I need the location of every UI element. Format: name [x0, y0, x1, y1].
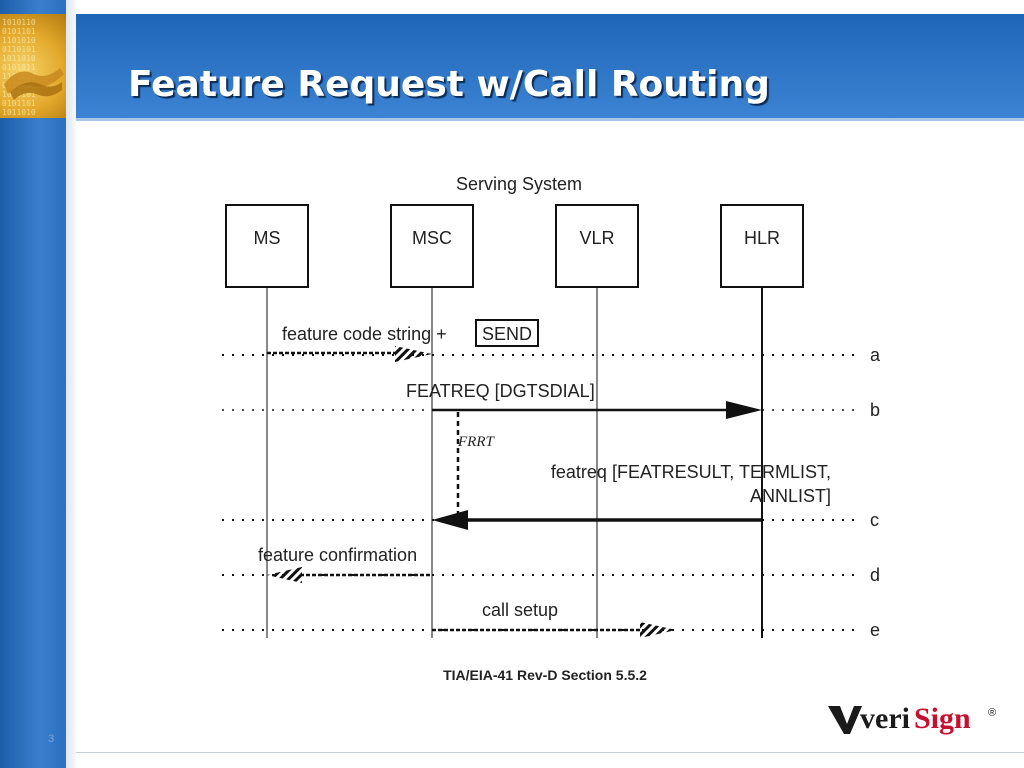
slide-title: Feature Request w/Call Routing: [128, 64, 770, 105]
message-b-label: FEATREQ [DGTSDIAL]: [406, 381, 595, 401]
title-bar: [76, 14, 1024, 118]
message-c-label-line1: featreq [FEATRESULT, TERMLIST,: [551, 462, 831, 482]
slide-number: 3: [48, 733, 55, 745]
row-label-b: b: [870, 400, 880, 420]
entity-label-hlr: HLR: [744, 228, 780, 248]
entity-label-ms: MS: [254, 228, 281, 248]
diagram-citation: TIA/EIA-41 Rev-D Section 5.5.2: [443, 667, 647, 683]
row-label-c: c: [870, 510, 879, 530]
send-key-box: [475, 319, 539, 347]
message-b-arrow: [432, 401, 762, 419]
frrt-timer-label: FRRT: [457, 434, 495, 450]
row-label-d: d: [870, 565, 880, 585]
entity-label-vlr: VLR: [579, 228, 614, 248]
footer-rule: [76, 752, 1024, 753]
send-key-label: SEND: [482, 324, 532, 344]
verisign-logo-veri: veri: [860, 702, 910, 735]
entity-box-msc: MSC: [390, 204, 474, 288]
message-e-label: call setup: [482, 600, 558, 620]
entity-box-ms: MS: [225, 204, 309, 288]
verisign-logo-sign: Sign: [914, 702, 971, 735]
verisign-logo-reg: ®: [988, 707, 996, 719]
row-label-a: a: [870, 345, 881, 365]
entity-box-vlr: VLR: [555, 204, 639, 288]
serving-system-label: Serving System: [456, 174, 582, 194]
message-d-label: feature confirmation: [258, 545, 417, 565]
entity-label-msc: MSC: [412, 228, 452, 248]
verisign-logo: veri Sign ®: [828, 702, 996, 735]
left-sidebar-band: [0, 0, 66, 768]
message-e-arrow: [432, 622, 676, 638]
message-a-label: feature code string +: [282, 324, 447, 344]
entity-box-hlr: HLR: [720, 204, 804, 288]
message-d-arrow: [267, 567, 432, 583]
sidebar-edge: [66, 0, 76, 768]
row-label-e: e: [870, 620, 880, 640]
message-c-arrow: [432, 510, 762, 530]
message-a-arrow: [267, 346, 432, 362]
title-rule: [76, 118, 1024, 121]
verisign-checkmark-icon: [828, 706, 862, 734]
message-c-label-line2: ANNLIST]: [750, 486, 831, 506]
